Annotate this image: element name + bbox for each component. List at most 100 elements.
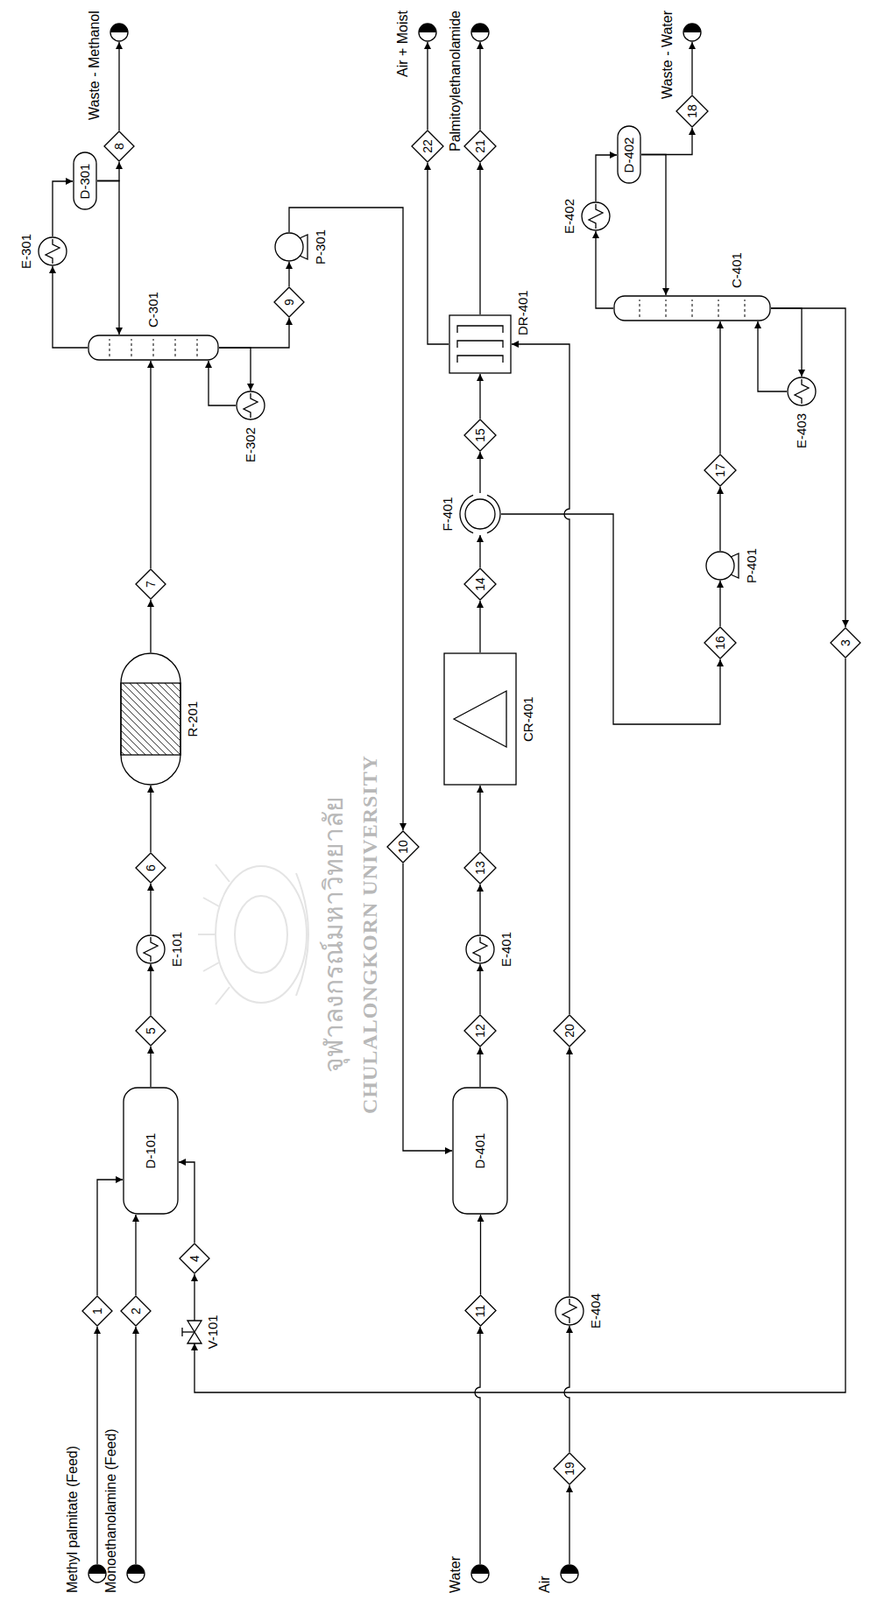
stream-line xyxy=(149,964,151,1016)
heat-exchanger-outline xyxy=(37,236,68,267)
stream-number-diamond: 17 xyxy=(703,453,737,488)
label-holder: Waste - Methanol xyxy=(85,10,103,121)
valve-symbol: V-101 xyxy=(187,1321,202,1344)
heat-exchanger: E-301 xyxy=(37,236,68,267)
equipment-tag: E-302 xyxy=(242,427,258,463)
stream-line xyxy=(289,207,404,831)
terminal-label: Methyl palmitate (Feed) xyxy=(64,1446,80,1594)
label-holder: E-301 xyxy=(18,233,35,269)
stream-line xyxy=(149,785,151,853)
dryer: DR-401 xyxy=(448,314,512,375)
stream-line xyxy=(595,231,614,309)
label-holder: Air xyxy=(536,1576,553,1594)
stream-line xyxy=(52,266,88,348)
stream-number-diamond: 1 xyxy=(81,1295,114,1328)
distillation-column: C-401 xyxy=(613,295,771,322)
equipment-tag: E-404 xyxy=(587,1294,603,1330)
stream-line xyxy=(595,155,617,202)
watermark-text: จุฬาลงกรณ์มหาวิทยาลัย xyxy=(318,796,349,1074)
rotary-filter-outline xyxy=(459,493,502,536)
terminal-symbol-outline xyxy=(682,22,702,43)
stream-number-diamond: 2 xyxy=(120,1295,152,1328)
stream-line xyxy=(770,308,802,377)
terminal-symbol: Monoethanolamine (Feed) xyxy=(126,1564,146,1585)
stream-number: 6 xyxy=(143,864,158,872)
label-holder: P-301 xyxy=(312,229,329,265)
stream-number-diamond: 5 xyxy=(134,1015,167,1047)
watermark-holder: จุฬาลงกรณ์มหาวิทยาลัย xyxy=(312,796,354,1074)
stream-number-diamond: 14 xyxy=(463,567,497,602)
heat-exchanger: E-403 xyxy=(786,376,817,407)
label-holder: Water xyxy=(446,1556,464,1594)
stream-number: 7 xyxy=(143,580,158,588)
stream-number-diamond: 11 xyxy=(464,1295,497,1329)
stream-number-diamond: 21 xyxy=(463,129,497,163)
vessel-tag: D-101 xyxy=(142,1133,158,1170)
terminal-label: Waste - Water xyxy=(659,10,675,100)
stream-number: 17 xyxy=(713,463,728,478)
terminal-label: Air xyxy=(537,1576,552,1594)
stream-line xyxy=(208,360,236,406)
dryer-outline xyxy=(448,314,512,375)
stream-number: 3 xyxy=(838,639,853,647)
terminal-symbol: Waste - Methanol xyxy=(109,22,129,43)
label-holder: E-404 xyxy=(587,1294,604,1330)
stream-line xyxy=(97,162,120,182)
heat-exchanger-outline xyxy=(580,201,611,232)
stream-number-diamond: 13 xyxy=(463,851,497,885)
equipment-tag: E-301 xyxy=(18,233,34,269)
stream-line xyxy=(288,261,290,287)
drum-vessel: D-301 xyxy=(72,152,98,212)
heat-exchanger-outline xyxy=(786,376,817,407)
packed-reactor: R-201 xyxy=(120,652,182,786)
crystallizer-outline xyxy=(443,652,517,786)
stream-line xyxy=(219,318,290,348)
heat-exchanger: E-402 xyxy=(580,201,611,232)
heat-exchanger-outline xyxy=(235,390,266,421)
stream-number-diamond: 19 xyxy=(552,1452,587,1486)
stream-number: 2 xyxy=(128,1308,143,1316)
stream-line xyxy=(641,127,693,156)
stream-number-diamond: 18 xyxy=(675,94,709,128)
stream-number: 16 xyxy=(713,636,728,651)
equipment-tag: F-401 xyxy=(439,496,455,531)
stream-number: 10 xyxy=(396,840,411,855)
stream-number-diamond: 3 xyxy=(829,627,862,659)
vessel-tag: D-401 xyxy=(472,1133,488,1170)
label-holder: Monoethanolamine (Feed) xyxy=(102,1428,120,1594)
label-holder: Air + Moist xyxy=(394,10,411,78)
heat-exchanger: E-404 xyxy=(554,1296,585,1327)
stream-number-diamond: 16 xyxy=(703,626,737,660)
terminal-symbol: Air + Moist xyxy=(417,22,438,43)
pump-symbol-outline xyxy=(274,232,305,262)
watermark-text: CHULALONGKORN UNIVERSITY xyxy=(358,755,382,1115)
stream-line xyxy=(479,42,481,130)
stream-number-diamond: 4 xyxy=(178,1243,211,1275)
stream-number: 15 xyxy=(473,428,488,443)
equipment-tag: E-101 xyxy=(169,932,184,968)
stream-line xyxy=(479,452,481,494)
heat-exchanger-outline xyxy=(554,1296,585,1327)
stream-line xyxy=(97,1180,123,1296)
heat-exchanger: E-401 xyxy=(465,934,496,965)
terminal-symbol-outline xyxy=(559,1564,580,1585)
label-holder: P-401 xyxy=(743,548,760,584)
stream-line xyxy=(149,600,151,653)
stream-line xyxy=(427,162,449,345)
stream-number: 11 xyxy=(473,1305,488,1319)
stream-line xyxy=(219,347,251,391)
stream-line xyxy=(568,1047,570,1297)
label-holder: E-401 xyxy=(498,932,515,968)
terminal-label: Palmitoylethanolamide xyxy=(447,10,463,152)
stream-line xyxy=(770,308,846,628)
terminal-label: Monoethanolamine (Feed) xyxy=(103,1428,119,1594)
equipment-tag: E-403 xyxy=(793,413,809,449)
stream-number: 5 xyxy=(143,1027,158,1035)
vessel-tag: D-301 xyxy=(77,163,92,200)
stream-line xyxy=(479,1047,481,1088)
stream-number-diamond: 8 xyxy=(103,130,135,163)
stream-line xyxy=(641,155,666,297)
stream-number: 19 xyxy=(562,1462,577,1477)
